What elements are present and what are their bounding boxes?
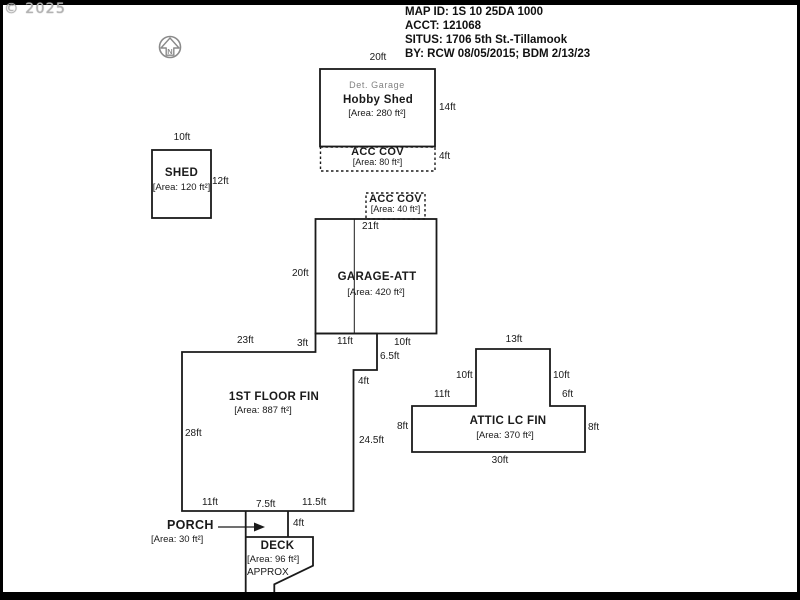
header-situs: SITUS: 1706 5th St.-Tillamook xyxy=(405,34,568,46)
north-arrow-icon: N xyxy=(158,35,182,59)
frame-border-top xyxy=(0,0,800,5)
dim-attic-neck-right: 10ft xyxy=(553,370,570,381)
dim-garage-bottom-left: 11ft xyxy=(337,336,353,347)
porch-area: [Area: 30 ft²] xyxy=(151,534,204,545)
hobby-acc-cov-outline xyxy=(319,146,436,172)
dim-attic-neck-left: 10ft xyxy=(456,370,473,381)
first-floor-outline xyxy=(181,332,378,512)
shed-area: [Area: 120 ft²] xyxy=(152,182,211,193)
north-letter: N xyxy=(167,47,172,56)
dim-shed-right: 12ft xyxy=(212,176,229,187)
porch-name: PORCH xyxy=(167,518,214,532)
dim-garage-bottom-right: 10ft xyxy=(394,337,411,348)
dim-attic-top: 13ft xyxy=(505,334,523,345)
dim-garage-left: 20ft xyxy=(292,268,309,279)
dim-hobby-shed-top: 20ft xyxy=(369,52,387,63)
dim-first-floor-bottom-left: 11ft xyxy=(202,497,218,508)
dim-first-floor-step: 3ft xyxy=(297,338,309,349)
hobby-shed-name: Hobby Shed xyxy=(342,94,414,106)
frame-border-left xyxy=(0,0,3,600)
shed-name: SHED xyxy=(164,167,199,179)
dim-first-floor-right: 24.5ft xyxy=(359,435,385,446)
hobby-shed-subtitle: Det. Garage xyxy=(349,80,405,90)
dim-first-floor-right-mid: 4ft xyxy=(358,376,370,387)
first-floor-name: 1ST FLOOR FIN xyxy=(228,391,320,403)
garage-name: GARAGE-ATT xyxy=(337,271,417,283)
parcel-header: MAP ID: 1S 10 25DA 1000 ACCT: 121068 SIT… xyxy=(405,5,590,61)
attic-name: ATTIC LC FIN xyxy=(469,415,547,427)
hobby-shed-area: [Area: 280 ft²] xyxy=(348,108,406,119)
garage-area: [Area: 420 ft²] xyxy=(347,287,405,298)
dim-hobby-acc-cov-right: 4ft xyxy=(439,151,451,162)
dim-attic-side-right: 8ft xyxy=(588,422,600,433)
frame-border-bottom xyxy=(0,592,800,600)
attic-area: [Area: 370 ft²] xyxy=(476,430,534,441)
dim-garage-top: 21ft xyxy=(362,221,379,232)
dim-first-floor-bottom-mid: 7.5ft xyxy=(256,499,276,510)
dim-attic-side-left: 8ft xyxy=(397,421,409,432)
garage-acc-cov-outline xyxy=(365,192,426,220)
frame-border-right xyxy=(797,0,800,600)
dim-first-floor-left: 28ft xyxy=(185,428,202,439)
dim-attic-arm-right: 6ft xyxy=(562,389,574,400)
hobby-acc-cov-area: [Area: 80 ft²] xyxy=(352,157,403,167)
garage-acc-cov-name: ACC COV xyxy=(369,192,422,205)
dim-first-floor-top: 23ft xyxy=(237,335,254,346)
dim-attic-arm-left: 11ft xyxy=(434,389,450,400)
dim-first-floor-bottom-right: 11.5ft xyxy=(302,497,327,508)
dim-porch: 4ft xyxy=(293,518,305,529)
dim-first-floor-right-upper: 6.5ft xyxy=(380,351,400,362)
garage-acc-cov-area: [Area: 40 ft²] xyxy=(370,204,421,214)
deck-name: DECK xyxy=(260,540,295,552)
porch-arrow-head xyxy=(254,522,265,532)
header-map-id: MAP ID: 1S 10 25DA 1000 xyxy=(405,6,544,18)
deck-outline xyxy=(244,536,314,592)
dim-hobby-shed-right: 14ft xyxy=(439,102,456,113)
shed-outline xyxy=(151,149,212,219)
first-floor-area: [Area: 887 ft²] xyxy=(234,405,292,416)
dim-attic-bottom: 30ft xyxy=(491,455,509,466)
attic-outline xyxy=(411,348,586,453)
deck-approx-note: APPROX xyxy=(247,567,289,578)
dim-shed-top: 10ft xyxy=(173,132,191,143)
hobby-acc-cov-name: ACC COV xyxy=(351,146,404,158)
header-by: BY: RCW 08/05/2015; BDM 2/13/23 xyxy=(405,48,591,60)
header-acct: ACCT: 121068 xyxy=(405,20,482,32)
deck-area: [Area: 96 ft²] xyxy=(247,554,300,565)
copyright-watermark: © 2025 xyxy=(4,1,67,17)
